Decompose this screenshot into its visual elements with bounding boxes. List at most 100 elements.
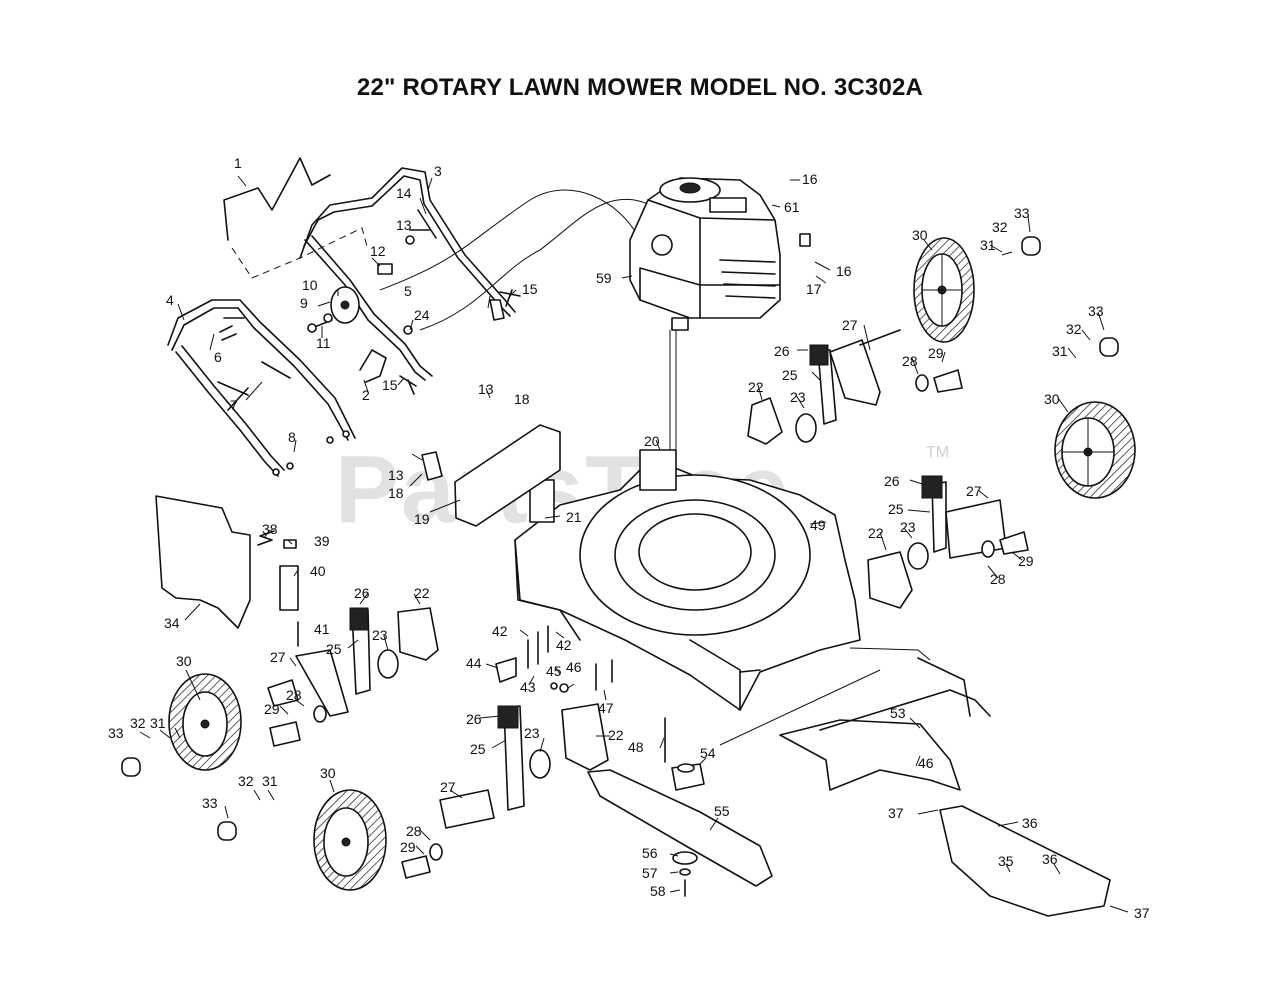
callout: 46 [918,755,934,771]
callout: 25 [888,501,904,517]
callout: 17 [806,281,822,297]
upper-handle [223,157,516,381]
callout: 57 [642,865,658,881]
deck-bolts [495,625,613,693]
lower-handle [167,299,356,477]
callout: 47 [598,700,614,716]
callout: 13 [396,217,412,233]
callout: 18 [514,391,530,407]
callout: 31 [1052,343,1068,359]
callout: 26 [884,473,900,489]
blade-assembly [587,717,773,897]
callout: 18 [388,485,404,501]
callout: 45 [546,663,562,679]
callout: 13 [478,381,494,397]
callout: 8 [288,429,296,445]
callout: 13 [388,467,404,483]
callout: 22 [608,727,624,743]
callout: 7 [230,397,238,413]
hub-cap [121,757,141,777]
callout: 28 [902,353,918,369]
callout: 41 [314,621,330,637]
hinge-rod-top [283,539,297,549]
callout: 23 [790,389,806,405]
callout: 33 [1014,205,1030,221]
mower-deck [514,449,861,711]
engine [629,177,811,331]
bracket-18a [489,299,505,321]
callout: 22 [414,585,430,601]
callout: 33 [1088,303,1104,319]
callout: 29 [928,345,944,361]
height-adjuster-left [267,607,439,747]
callout: 11 [316,335,331,351]
callout: 2 [362,387,370,403]
callout: 27 [842,317,858,333]
callout: 61 [784,199,800,215]
callout: 14 [396,185,412,201]
rear-baffle [454,424,561,527]
callout: 4 [166,292,174,308]
handle-hardware [217,209,521,476]
callout: 33 [108,725,124,741]
callout: 24 [414,307,430,323]
callout: 27 [966,483,982,499]
callout: 32 [238,773,254,789]
height-adjuster-upper-right [747,329,963,445]
wheel-left [168,673,242,771]
callout: 16 [802,171,818,187]
callout: 22 [748,379,764,395]
callout: 10 [302,277,318,293]
height-adjuster-mid-right [867,475,1029,609]
callout: 37 [888,805,904,821]
callout: 22 [868,525,884,541]
wheel-lower-left [313,789,387,891]
callout: 19 [414,511,430,527]
callout: 43 [520,679,536,695]
callout: 42 [492,623,508,639]
control-cable [379,189,661,331]
callout: 25 [326,641,342,657]
callout: 36 [1022,815,1038,831]
wheel-upper-right [913,237,975,343]
callout: 23 [524,725,540,741]
callout-labels: 1 2 3 4 5 6 7 8 9 10 11 12 13 14 15 15 2… [108,155,1150,921]
callout: 16 [836,263,852,279]
callout: 15 [522,281,538,297]
discharge-chute [779,657,1111,917]
hub-cap [217,821,237,841]
leader-lines [139,175,1129,913]
callout: 20 [644,433,660,449]
callout: 36 [1042,851,1058,867]
callout: 39 [314,533,330,549]
callout: 26 [354,585,370,601]
watermark-trademark: TM [926,444,950,461]
callout: 54 [700,745,716,761]
callout: 27 [270,649,286,665]
diagram-title: 22" ROTARY LAWN MOWER MODEL NO. 3C302A [356,74,924,101]
callout: 31 [150,715,166,731]
height-adjuster-lower [401,703,609,879]
callout: 23 [900,519,916,535]
callout: 9 [300,295,308,311]
callout: 26 [466,711,482,727]
wheel-mid-right [1054,401,1136,499]
callout: 34 [164,615,180,631]
callout: 37 [1134,905,1150,921]
callout: 55 [714,803,730,819]
hub-cap [1099,337,1119,357]
hub-cap [1021,236,1041,256]
callout: 12 [370,243,386,259]
callout: 33 [202,795,218,811]
callout: 32 [130,715,146,731]
callout: 42 [556,637,572,653]
callout: 32 [992,219,1008,235]
callout: 25 [782,367,798,383]
callout: 30 [176,653,192,669]
callout: 15 [382,377,398,393]
callout: 21 [566,509,582,525]
callout: 26 [774,343,790,359]
callout: 48 [628,739,644,755]
callout: 58 [650,883,666,899]
callout: 40 [310,563,326,579]
